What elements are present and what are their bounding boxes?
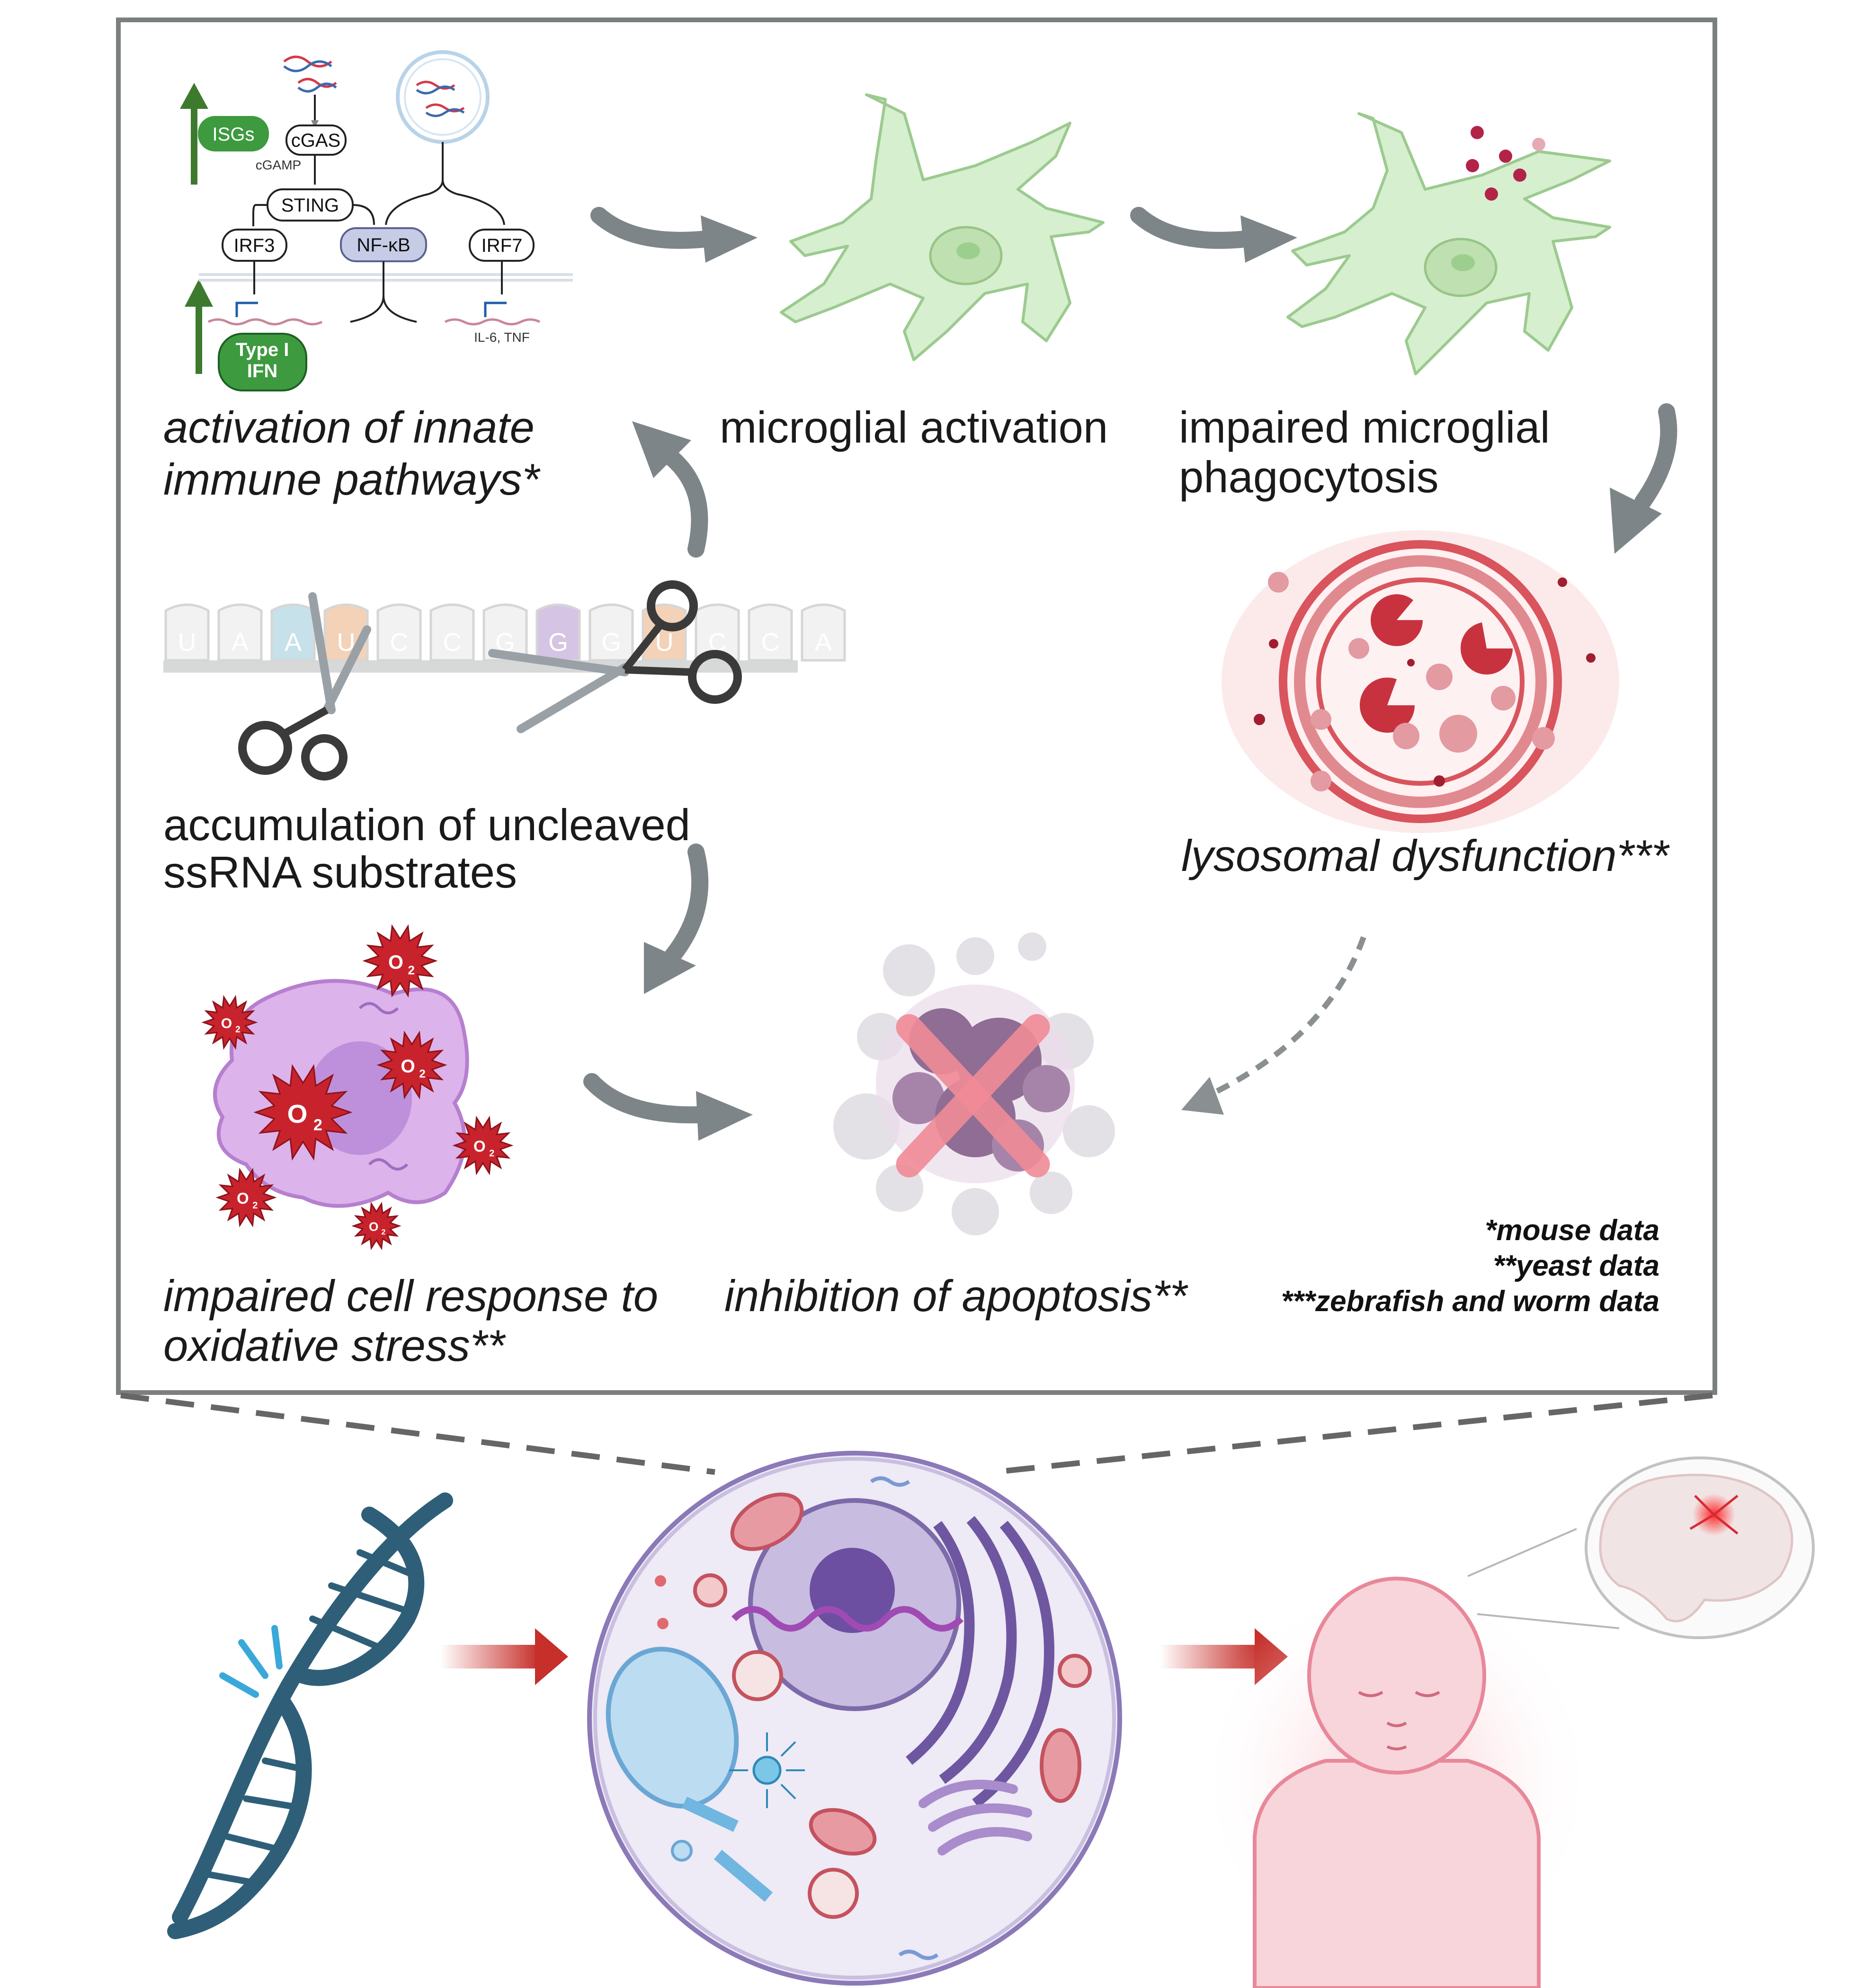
microglia-impaired-icon (1286, 112, 1611, 375)
irf7-node (469, 229, 535, 262)
accumulation-line2: ssRNA substrates (163, 847, 517, 897)
ros-subscript: 2 (382, 1228, 386, 1236)
apoptotic-cell-icon (833, 932, 1115, 1235)
ros-label: O (237, 1189, 249, 1207)
ros-label: O (221, 1016, 232, 1031)
arrow-microglia-to-phagocytosis (1130, 207, 1297, 263)
sting-label: STING (281, 195, 339, 216)
irf7-label: IRF7 (482, 235, 523, 256)
scissors-icon-second (488, 580, 742, 733)
nucleotide-tile: A (270, 604, 316, 662)
type1-ifn-line2: IFN (247, 361, 277, 382)
arrow-phagocytosis-to-lysosome (1610, 403, 1677, 554)
footnote-zebrafish: ***zebrafish and worm data (1281, 1285, 1659, 1318)
nucleotide-letter: A (285, 628, 302, 657)
microglia-icon (780, 93, 1105, 361)
phagocytosis-line1: impaired microglial (1179, 402, 1550, 452)
nucleotide-tile: C (748, 604, 793, 662)
cgas-node (285, 124, 347, 156)
scissors-icon (238, 592, 371, 781)
nucleotide-tile: C (429, 604, 475, 662)
irf3-label: IRF3 (234, 235, 275, 256)
nucleotide-tile: A (801, 604, 846, 662)
phagocytosis-line2: phagocytosis (1179, 452, 1439, 502)
isgs-badge (198, 116, 269, 151)
ros-subscript: 2 (235, 1025, 241, 1035)
cell-icon (587, 1451, 1122, 1986)
type1-ifn-line1: Type I (236, 339, 289, 360)
nfkb-label: NF-κB (357, 235, 410, 256)
arrow-lysosome-to-apoptosis-dashed (1181, 936, 1366, 1115)
nucleotide-tile: U (164, 604, 210, 662)
oxidative-line2: oxidative stress** (163, 1321, 506, 1370)
arrow-oxidative-to-apoptosis (583, 1073, 753, 1141)
nucleotide-letter: C (443, 628, 462, 657)
ros-label: O (287, 1099, 308, 1128)
nucleotide-tile: G (589, 604, 634, 662)
nucleotide-letter: A (815, 628, 832, 657)
lysosomal-dysfunction-label: lysosomal dysfunction*** (1181, 831, 1670, 880)
vesicle-dna-icon (396, 50, 490, 144)
innate-activation-line2: immune pathways* (163, 454, 541, 504)
apoptosis-label: inhibition of apoptosis** (724, 1271, 1189, 1321)
innate-pathway-schematic: ISGs cGAS cGAMP STING IRF3 (180, 50, 573, 391)
nucleotide-tile: C (376, 604, 422, 662)
cgas-label: cGAS (291, 130, 340, 151)
type1-ifn-badge (218, 333, 307, 391)
ros-label: O (401, 1056, 415, 1076)
ros-subscript: 2 (489, 1148, 494, 1159)
ros-subscript: 2 (313, 1116, 322, 1134)
nucleotide-letter: C (390, 628, 409, 657)
nucleotide-tile: A (217, 604, 263, 662)
accumulation-line1: accumulation of uncleaved (163, 800, 690, 850)
baby-icon (1198, 1576, 1596, 1988)
nucleotide-letter: U (178, 628, 196, 657)
arrow-innate-to-microglia (590, 207, 758, 263)
dna-icon (167, 1492, 453, 1939)
ros-subscript: 2 (408, 963, 415, 977)
ros-label: O (369, 1220, 378, 1234)
cgamp-label: cGAMP (256, 158, 301, 172)
nucleotide-tile: G (535, 604, 581, 662)
footnote-yeast: **yeast data (1493, 1250, 1659, 1282)
cytokines-label: IL-6, TNF (474, 330, 530, 345)
oxidative-line1: impaired cell response to (163, 1271, 658, 1321)
ros-subscript: 2 (252, 1200, 258, 1211)
upregulation-arrow-bottom (185, 279, 213, 374)
upregulation-arrow-top (180, 83, 208, 185)
ros-subscript: 2 (419, 1068, 425, 1081)
ros-label: O (473, 1137, 486, 1155)
arrow-rna-to-oxidative (644, 843, 709, 994)
irf3-node (222, 229, 287, 262)
nucleotide-letter: G (548, 628, 568, 657)
nucleotide-letter: G (601, 628, 621, 657)
arrow-rna-to-innate (632, 421, 708, 558)
cytosolic-dna-icon (283, 55, 337, 93)
ros-label: O (388, 951, 403, 973)
zoom-line-left (120, 1393, 715, 1475)
isgs-label: ISGs (213, 124, 255, 145)
nucleotide-letter: A (232, 628, 249, 657)
microglial-activation-label: microglial activation (720, 402, 1108, 452)
arrow-dna-to-cell (440, 1628, 568, 1685)
nucleotide-letter: C (761, 628, 780, 657)
zoom-line-right (994, 1393, 1713, 1475)
brain-icon (1467, 1456, 1815, 1639)
innate-activation-line1: activation of innate (163, 402, 535, 452)
footnote-mouse: *mouse data (1485, 1214, 1659, 1247)
lysosome-icon (1222, 530, 1619, 833)
